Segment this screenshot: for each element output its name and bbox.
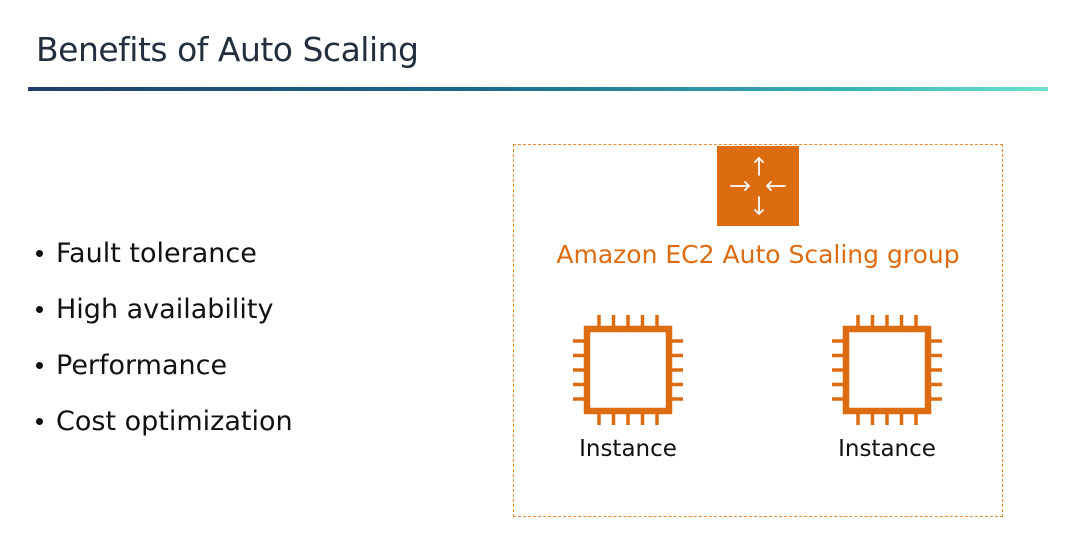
bullet-icon	[36, 361, 43, 369]
bullet-text: Fault tolerance	[56, 237, 257, 269]
bullet-text: Performance	[56, 349, 228, 381]
slide-title: Benefits of Auto Scaling	[36, 30, 419, 69]
title-divider	[28, 87, 1048, 91]
auto-scaling-arrows-icon	[717, 146, 799, 226]
bullet-text: Cost optimization	[56, 405, 293, 437]
bullet-icon	[36, 249, 43, 257]
bullet-icon	[36, 305, 43, 313]
bullet-icon	[36, 417, 43, 425]
auto-scaling-group-boundary	[513, 144, 1003, 517]
bullet-item: Cost optimization	[36, 393, 293, 449]
ec2-instance-chip-icon	[570, 312, 686, 428]
bullet-text: High availability	[56, 293, 274, 325]
instance-label: Instance	[838, 436, 936, 462]
bullet-item: Fault tolerance	[36, 225, 293, 281]
benefits-list: Fault tolerance High availability Perfor…	[36, 225, 293, 449]
ec2-instance-chip-icon	[829, 312, 945, 428]
bullet-item: Performance	[36, 337, 293, 393]
instance-label: Instance	[579, 436, 677, 462]
bullet-item: High availability	[36, 281, 293, 337]
auto-scaling-group-label: Amazon EC2 Auto Scaling group	[556, 240, 960, 269]
